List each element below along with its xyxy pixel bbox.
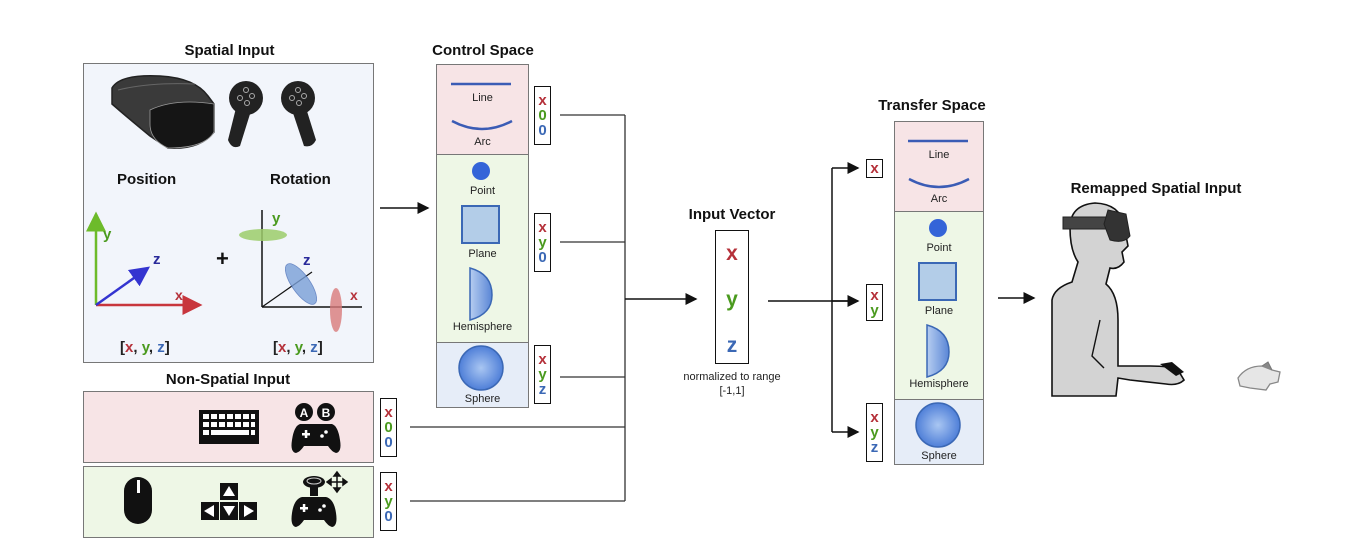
transfer-bus-lines: [831, 162, 860, 438]
button-a-label: A: [300, 406, 309, 420]
control-plane-label: Plane: [468, 248, 497, 260]
hemisphere-shape-icon: [469, 267, 493, 321]
plane-shape-icon: [461, 205, 500, 244]
position-z-axis-label: z: [153, 251, 161, 268]
arrow-keys-icon: [201, 483, 257, 520]
transfer-line-label: Line: [928, 149, 950, 161]
normalized-caption: normalized to range: [683, 371, 781, 383]
control-hemisphere-label: Hemisphere: [452, 321, 513, 333]
move-arrows-icon: [325, 470, 349, 494]
transfer-plane-label: Plane: [924, 305, 954, 317]
rotation-label: Rotation: [270, 171, 331, 188]
control-1d-vector: x 0 0: [534, 86, 551, 145]
mouse-icon: [124, 477, 152, 524]
transfer-1d-vector: x: [866, 159, 883, 178]
position-x-axis-label: x: [175, 287, 183, 303]
vr-controller-right-icon: [281, 81, 316, 147]
control-space-group-1d: [436, 64, 529, 155]
input-vector-box: x y z: [715, 230, 749, 364]
point-shape-icon: [929, 219, 947, 237]
transfer-arc-label: Arc: [930, 193, 948, 205]
control-3d-vector: x y z: [534, 345, 551, 404]
plus-sign: +: [216, 246, 229, 271]
transfer-space-title: Transfer Space: [878, 97, 986, 114]
gamepad-joystick-icon: [291, 470, 349, 527]
transfer-hemisphere-label: Hemisphere: [909, 378, 969, 390]
control-arc-label: Arc: [474, 136, 491, 148]
transfer-sphere-label: Sphere: [921, 450, 957, 462]
rotation-x-axis-label: x: [350, 287, 358, 303]
non-spatial-input-title: Non-Spatial Input: [165, 371, 291, 388]
control-point-label: Point: [469, 185, 496, 197]
transfer-3d-vector: x y z: [866, 403, 883, 462]
gamepad-buttons-icon: A B: [291, 403, 341, 453]
position-vector-text: [x, y, z]: [120, 339, 170, 356]
control-line-label: Line: [472, 92, 493, 104]
control-bus-lines: [410, 114, 626, 502]
rotation-vector-text: [x, y, z]: [273, 339, 323, 356]
position-label: Position: [117, 171, 177, 188]
arc-shape-icon: [451, 119, 513, 131]
rotation-z-axis-label: z: [303, 252, 311, 269]
spatial-input-title: Spatial Input: [184, 42, 275, 59]
person-with-headset-illustration: [1051, 202, 1186, 397]
virtual-hand-illustration: [1237, 361, 1281, 391]
sphere-shape-icon: [458, 345, 504, 391]
remapped-spatial-input-title: Remapped Spatial Input: [1070, 180, 1242, 197]
rotation-axes-icon: [239, 210, 362, 332]
control-sphere-label: Sphere: [464, 393, 501, 405]
non-spatial-row-1-vector: x 0 0: [380, 398, 397, 457]
keyboard-icon: [199, 410, 259, 444]
vr-headset-icon: [111, 75, 215, 149]
hemisphere-shape-icon: [926, 324, 950, 378]
button-b-label: B: [322, 406, 331, 420]
control-space-title: Control Space: [432, 42, 534, 59]
non-spatial-row-2-vector: x y 0: [380, 472, 397, 531]
transfer-point-label: Point: [926, 242, 952, 254]
arc-shape-icon: [908, 177, 970, 189]
position-axes-icon: [86, 211, 203, 315]
transfer-2d-vector: x y: [866, 284, 883, 321]
input-vector-title: Input Vector: [688, 206, 776, 223]
position-y-axis-label: y: [103, 226, 112, 243]
rotation-y-axis-label: y: [272, 210, 281, 227]
range-caption: [-1,1]: [719, 385, 745, 397]
point-shape-icon: [472, 162, 490, 180]
vr-controller-left-icon: [228, 81, 263, 148]
control-2d-vector: x y 0: [534, 213, 551, 272]
sphere-shape-icon: [915, 402, 961, 448]
plane-shape-icon: [918, 262, 957, 301]
